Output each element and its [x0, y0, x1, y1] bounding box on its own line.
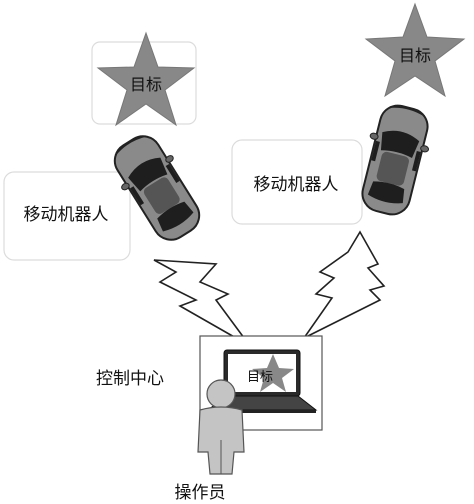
- target-left-star-icon: [96, 31, 196, 127]
- robot-right-label-box: 移动机器人: [231, 139, 363, 225]
- laptop-icon: 目标: [206, 349, 318, 413]
- robot-left-label: 移动机器人: [24, 205, 109, 225]
- laptop-screen-label: 目标: [247, 370, 273, 385]
- control-center-label: 控制中心: [96, 369, 164, 389]
- operator-label: 操作员: [175, 483, 226, 503]
- laptop-screen-star-icon: [252, 354, 294, 392]
- robot-left-label-box: 移动机器人: [3, 171, 131, 261]
- operator-person-icon: [197, 379, 245, 475]
- target-right-label: 目标: [399, 46, 431, 65]
- target-left: 目标: [91, 31, 197, 127]
- target-left-label: 目标: [130, 75, 162, 94]
- signal-bolt-right-icon: [303, 230, 386, 339]
- robot-right-car-icon: [351, 99, 439, 221]
- target-right: 目标: [364, 2, 466, 98]
- robot-right-label: 移动机器人: [254, 175, 339, 195]
- target-right-star-icon: [364, 2, 466, 98]
- signal-bolt-left-icon: [153, 259, 251, 347]
